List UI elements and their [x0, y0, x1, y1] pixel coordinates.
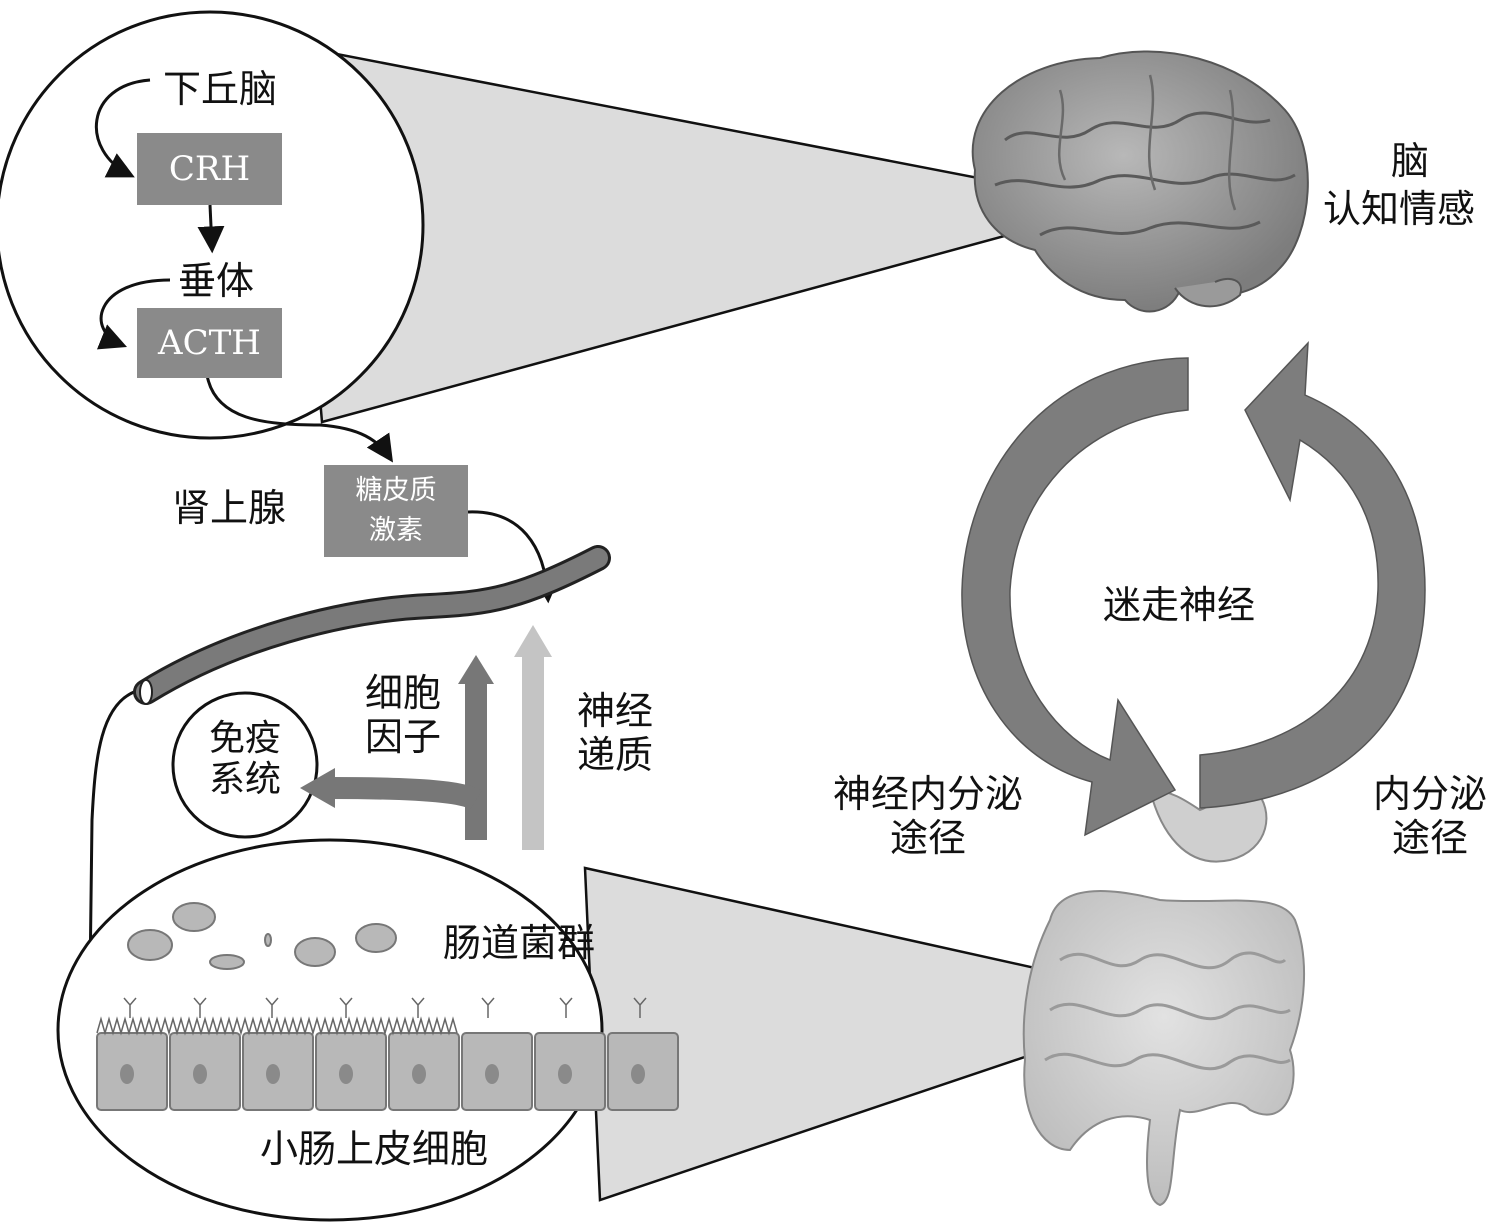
arrow-hypothalamus-to-crh [94, 78, 151, 178]
endocrine-pathway-label: 内分泌 途径 [1355, 772, 1500, 860]
arrow-pituitary-to-acth [96, 278, 171, 350]
brain-image [971, 50, 1309, 313]
glucocorticoid-line1: 糖皮质 [355, 474, 437, 506]
acth-box: ACTH [137, 308, 282, 378]
crh-label: CRH [168, 149, 251, 189]
immune-line2: 系统 [208, 759, 281, 801]
brain-title: 脑 [1390, 139, 1429, 183]
neurotransmitter-line1: 神经 [577, 689, 654, 733]
glucocorticoid-box: 糖皮质 激素 [324, 465, 468, 557]
cycle-arrow-right [1199, 340, 1426, 809]
cycle-arrow-left [961, 357, 1189, 837]
pituitary-label: 垂体 [178, 259, 255, 303]
arrow-crh-to-pituitary [197, 204, 225, 254]
epithelium-label: 小肠上皮细胞 [260, 1127, 489, 1171]
crh-box: CRH [137, 133, 282, 205]
glucocorticoid-line2: 激素 [369, 515, 423, 546]
neurotransmitter-arrow [514, 625, 552, 850]
neuroendocrine-line1: 神经内分泌 [832, 772, 1023, 816]
acth-label: ACTH [158, 323, 261, 363]
vagus-nerve-label: 迷走神经 [1103, 583, 1256, 627]
endocrine-line1: 内分泌 [1372, 772, 1487, 816]
cytokine-line2: 因子 [365, 714, 442, 759]
endocrine-line2: 途径 [1391, 815, 1468, 860]
cytokine-label: 细胞 因子 [365, 671, 442, 759]
neuroendocrine-line2: 途径 [889, 815, 966, 860]
neurotransmitter-label: 神经 递质 [577, 689, 654, 777]
immune-circle [171, 691, 319, 839]
gut-flora-bacteria [127, 902, 397, 970]
arrow-acth-to-adrenal [205, 374, 393, 463]
gut-image [1022, 786, 1306, 1207]
hypothalamus-label: 下丘脑 [163, 67, 278, 111]
immune-system-label: 免疫 系统 [190, 718, 300, 801]
gut-flora-label: 肠道菌群 [443, 921, 596, 965]
epithelial-cells [96, 997, 679, 1111]
cytokine-arrow [300, 655, 494, 840]
adrenal-label: 肾上腺 [172, 486, 287, 530]
immune-line1: 免疫 [208, 718, 281, 759]
neurotransmitter-line2: 递质 [577, 732, 654, 777]
neuroendocrine-pathway-label: 神经内分泌 途径 [808, 772, 1048, 860]
arrow-vessel-to-epithelium [76, 688, 141, 986]
cytokine-line1: 细胞 [365, 671, 442, 715]
brain-subtitle: 认知情感 [1323, 187, 1476, 231]
